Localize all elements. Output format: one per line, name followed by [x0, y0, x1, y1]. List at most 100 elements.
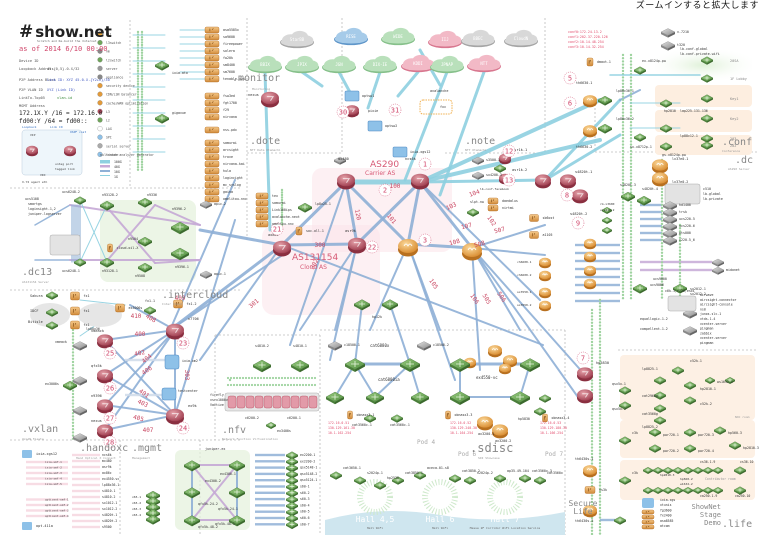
switch[interactable] [728, 441, 742, 450]
router[interactable] [337, 173, 355, 190]
switch[interactable] [145, 502, 161, 513]
switch[interactable] [466, 208, 480, 217]
router[interactable] [560, 174, 576, 189]
cloud-jgn[interactable] [322, 55, 356, 74]
server-appliance[interactable] [333, 156, 347, 165]
switch[interactable] [683, 444, 697, 453]
security-device[interactable] [584, 486, 596, 494]
switch[interactable] [448, 474, 462, 483]
security-device[interactable] [204, 167, 220, 175]
switch[interactable] [228, 460, 246, 472]
stage-tester[interactable] [642, 498, 654, 508]
testcenter[interactable] [161, 387, 177, 401]
switch[interactable] [662, 467, 674, 474]
security-device[interactable] [445, 410, 451, 420]
switch[interactable] [597, 123, 613, 134]
security-device[interactable] [70, 320, 80, 330]
l3-orange-router[interactable] [583, 95, 597, 108]
nfv-vnf-card[interactable] [299, 395, 309, 409]
switch[interactable] [183, 515, 201, 527]
security-device[interactable] [107, 243, 113, 253]
router[interactable] [577, 367, 593, 382]
security-device[interactable] [347, 410, 353, 420]
router[interactable] [64, 145, 76, 157]
l3-orange-router[interactable] [583, 465, 597, 478]
switch[interactable] [325, 391, 345, 405]
switch[interactable] [390, 414, 404, 423]
security-device[interactable] [204, 195, 220, 203]
switch[interactable] [659, 99, 673, 108]
switch[interactable] [154, 113, 170, 124]
security-device[interactable] [204, 181, 220, 189]
server-appliance[interactable] [660, 28, 676, 38]
switch[interactable] [700, 134, 714, 143]
security-device[interactable] [204, 153, 220, 161]
security-device[interactable] [115, 303, 125, 313]
switch[interactable] [597, 95, 613, 106]
security-device[interactable] [204, 139, 220, 147]
switch[interactable] [518, 474, 532, 483]
switch[interactable] [648, 444, 662, 453]
nfv-vnf-card[interactable] [254, 395, 264, 409]
switch[interactable] [618, 436, 632, 445]
router[interactable] [577, 389, 593, 404]
switch[interactable] [228, 515, 246, 527]
switch[interactable] [353, 476, 367, 485]
security-device[interactable] [204, 92, 220, 100]
switch[interactable] [329, 471, 343, 480]
switch[interactable] [601, 207, 613, 214]
switch[interactable] [410, 391, 430, 405]
switch[interactable] [45, 291, 59, 300]
switch[interactable] [642, 467, 654, 474]
switch[interactable] [265, 422, 277, 429]
security-device[interactable] [204, 106, 220, 114]
switch[interactable] [653, 391, 667, 400]
nfv-vnf-card[interactable] [272, 395, 282, 409]
nfv-vnf-card[interactable] [263, 395, 273, 409]
switch[interactable] [99, 200, 115, 211]
l3-orange-router[interactable] [499, 363, 511, 375]
switch[interactable] [154, 60, 170, 71]
server-appliance[interactable] [662, 236, 678, 246]
server-appliance[interactable] [662, 222, 678, 232]
nfv-vnf-card[interactable] [236, 395, 246, 409]
security-device[interactable] [204, 47, 220, 55]
l3-orange-router[interactable] [584, 265, 596, 277]
cloud-wide[interactable] [381, 27, 415, 46]
server-appliance[interactable] [327, 341, 343, 351]
l3-orange-router[interactable] [583, 505, 597, 518]
server-appliance[interactable] [662, 208, 678, 218]
security-device[interactable] [255, 206, 269, 214]
server-appliance[interactable] [662, 201, 678, 211]
security-device[interactable] [641, 514, 655, 520]
router[interactable] [166, 323, 184, 340]
security-device[interactable] [70, 291, 80, 301]
switch[interactable] [633, 66, 647, 75]
security-device[interactable] [204, 40, 220, 48]
router[interactable] [97, 399, 113, 414]
router[interactable] [411, 173, 429, 190]
switch[interactable] [381, 299, 399, 311]
switch[interactable] [170, 247, 190, 261]
switch[interactable] [613, 516, 627, 525]
security-device[interactable] [529, 214, 539, 222]
switch[interactable] [45, 308, 59, 317]
server-appliance[interactable] [471, 156, 485, 165]
dc13-server-rack[interactable] [49, 234, 81, 256]
switch[interactable] [652, 467, 664, 474]
switch[interactable] [62, 380, 78, 391]
cloud-iij[interactable] [428, 30, 462, 49]
switch[interactable] [692, 467, 704, 474]
switch[interactable] [648, 428, 662, 437]
switch[interactable] [413, 471, 427, 480]
noc-server-rack[interactable] [667, 295, 697, 312]
switch[interactable] [449, 391, 471, 406]
switch[interactable] [633, 133, 647, 142]
l3-orange-router[interactable] [492, 424, 508, 439]
switch[interactable] [653, 376, 667, 385]
security-device[interactable] [204, 54, 220, 62]
l3-orange-router[interactable] [584, 278, 596, 290]
security-device[interactable] [641, 509, 655, 515]
switch[interactable] [183, 460, 201, 472]
switch[interactable] [724, 377, 736, 384]
